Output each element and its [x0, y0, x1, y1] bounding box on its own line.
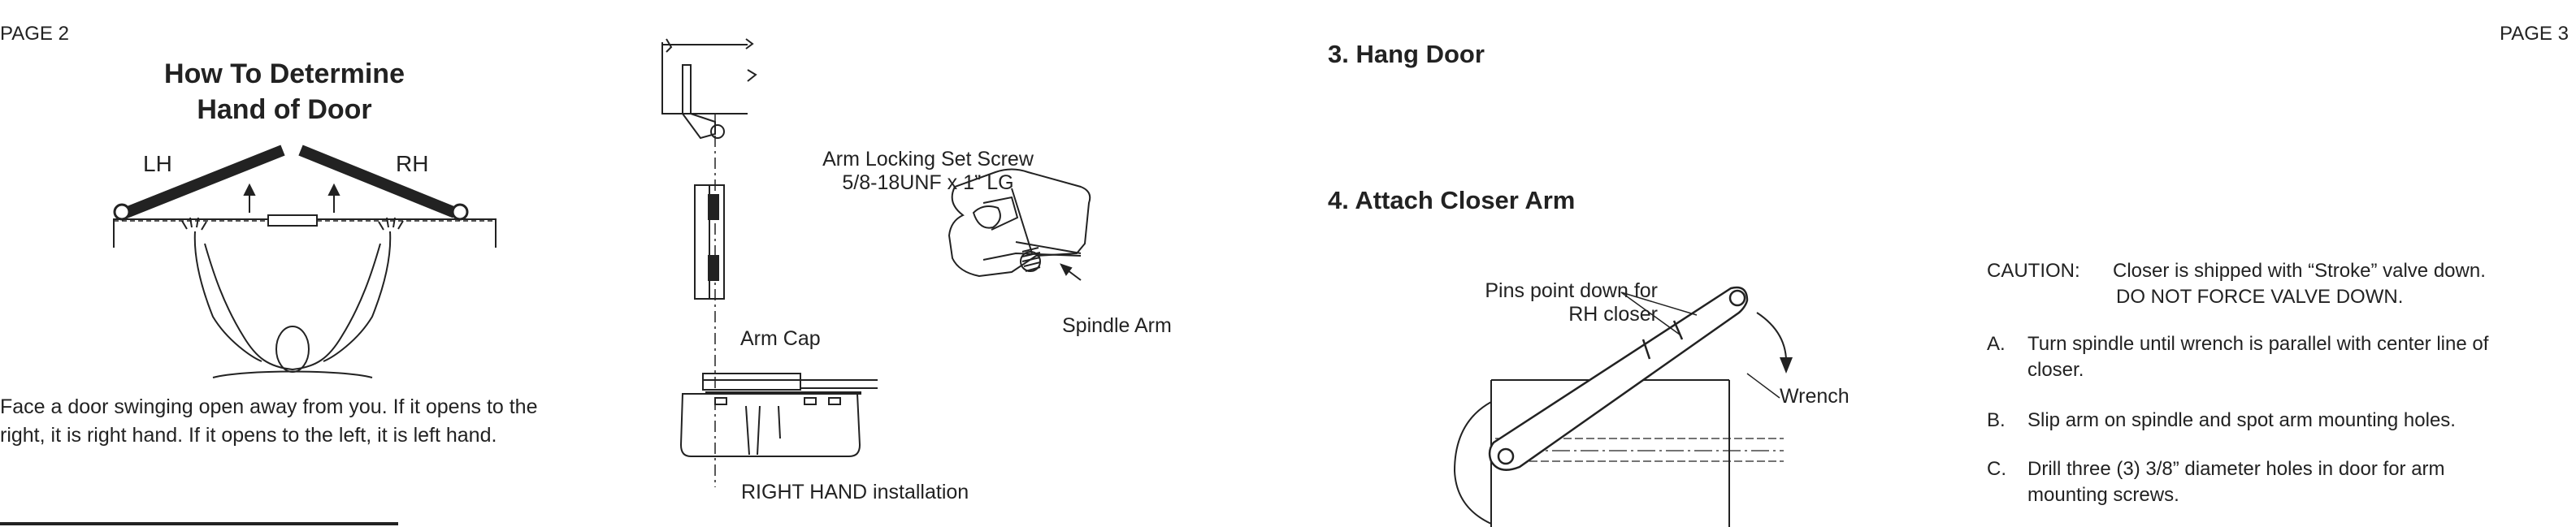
arm-locking-screw-line-1: Arm Locking Set Screw — [822, 148, 1034, 171]
instruction-text: Slip arm on spindle and spot arm mountin… — [2027, 409, 2456, 431]
rh-hinge — [451, 203, 469, 221]
caution-line-2: DO NOT FORCE VALVE DOWN. — [2116, 286, 2404, 308]
wrench-leader — [1746, 373, 1780, 399]
caution-label: CAUTION: — [1987, 260, 2080, 282]
lh-hinge — [113, 203, 131, 221]
instruction-text: Drill three (3) 3/8” diameter holes in d… — [2027, 458, 2445, 506]
step-3-heading: 3. Hang Door — [1328, 40, 1485, 68]
title-line-2: Hand of Door — [197, 94, 372, 125]
arm-locking-screw-line-2: 5/8-18UNF x 1” LG — [842, 171, 1014, 194]
step-4-heading: 4. Attach Closer Arm — [1328, 186, 1576, 214]
caution-line-1: Closer is shipped with “Stroke” valve do… — [2113, 260, 2486, 282]
closer-arm — [1488, 286, 1749, 471]
rh-door-leaf — [298, 145, 458, 218]
arm-cap-callout: Arm Cap — [740, 327, 821, 350]
lh-door-leaf — [124, 145, 285, 218]
instruction-key: B. — [1987, 409, 2006, 431]
instruction-text: Turn spindle until wrench is parallel wi… — [2027, 333, 2489, 381]
right-hand-caption: RIGHT HAND installation — [741, 481, 969, 503]
door-handle — [267, 214, 318, 227]
spindle-arm-detail — [948, 168, 1091, 281]
page-number-left: PAGE 2 — [0, 23, 69, 45]
rotation-arrowhead — [1780, 357, 1793, 374]
instruction-c: C. Drill three (3) 3/8” diameter holes i… — [1987, 456, 2523, 508]
closer-body — [679, 373, 878, 457]
instruction-key: C. — [1987, 458, 2006, 480]
person-figure — [181, 217, 404, 378]
lh-label: LH — [143, 151, 172, 176]
instruction-a: A. Turn spindle until wrench is parallel… — [1987, 331, 2523, 383]
rh-label: RH — [396, 151, 429, 176]
arm-locking-screw-callout: Arm Locking Set Screw 5/8-18UNF x 1” LG — [814, 148, 1042, 195]
wrench-label: Wrench — [1780, 385, 1850, 408]
title-line-1: How To Determine — [164, 58, 405, 89]
pins-callout-line-2: RH closer — [1568, 303, 1658, 326]
hinge-jamb-section — [694, 184, 725, 300]
push-arrows — [243, 183, 340, 213]
spindle-arm-callout: Spindle Arm — [1062, 314, 1172, 337]
hand-description: Face a door swinging open away from you.… — [0, 395, 538, 447]
caution-block: CAUTION: Closer is shipped with “Stroke” … — [1987, 258, 2556, 310]
page-number-right: PAGE 3 — [2500, 23, 2569, 45]
instruction-b: B. Slip arm on spindle and spot arm moun… — [1987, 408, 2523, 434]
hand-of-door-title: How To Determine Hand of Door — [122, 56, 447, 127]
bottom-rule — [0, 522, 398, 525]
head-frame-section — [661, 38, 757, 140]
instruction-key: A. — [1987, 333, 2006, 355]
pins-leaders — [1620, 292, 1698, 335]
